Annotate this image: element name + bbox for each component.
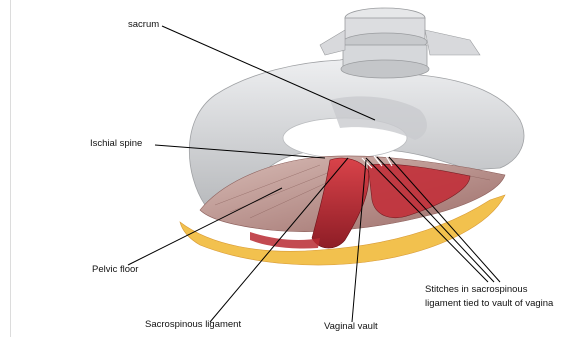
label-stitches-line1: Stitches in sacrospinous <box>425 284 527 296</box>
label-sacrospinous-ligament: Sacrospinous ligament <box>145 319 241 331</box>
lumbar-vertebrae <box>320 8 480 78</box>
label-sacrum: sacrum <box>128 19 159 31</box>
label-stitches-line2: ligament tied to vault of vagina <box>425 298 553 310</box>
label-vaginal-vault: Vaginal vault <box>324 321 378 333</box>
label-pelvic-floor: Pelvic floor <box>92 264 138 276</box>
label-ischial-spine: Ischial spine <box>90 138 142 150</box>
